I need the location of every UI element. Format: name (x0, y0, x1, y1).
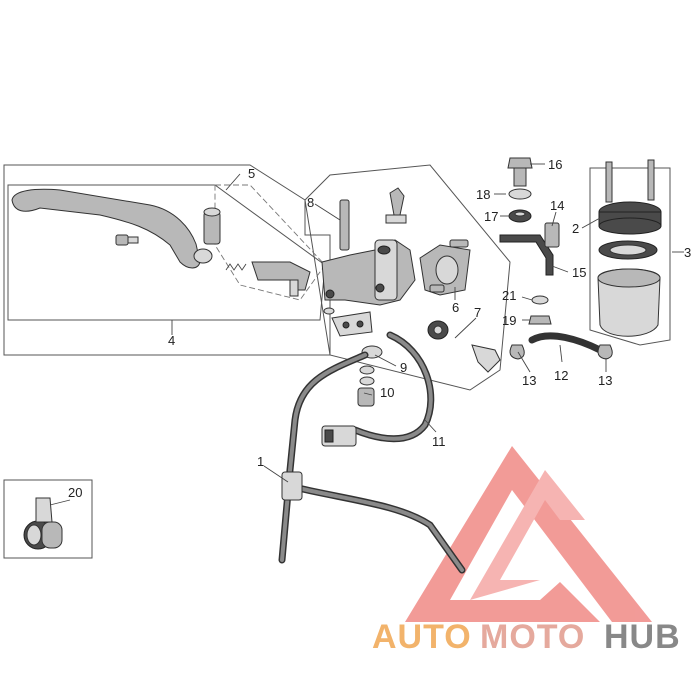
fluid-reservoir (597, 268, 661, 337)
reservoir-group-box (589, 167, 671, 346)
watermark-auto: AUTO (372, 618, 472, 656)
rubber-grommet (508, 209, 532, 223)
nut-19 (528, 315, 552, 325)
reservoir-cap (598, 201, 662, 235)
item-20-box (3, 479, 93, 559)
top-bolt (507, 157, 533, 187)
callout-14: 14 (550, 198, 564, 213)
elbow-fitting (471, 344, 501, 373)
handlebar-clamp (419, 244, 471, 296)
watermark-hub: HUB (604, 618, 681, 656)
callout-4: 4 (168, 333, 175, 348)
grommet (427, 320, 449, 340)
hose-splitter (281, 471, 303, 501)
pivot-bushing (203, 207, 221, 245)
master-cylinder-body (321, 239, 416, 306)
callout-5: 5 (248, 166, 255, 181)
push-rod (339, 199, 350, 251)
top-washer (508, 188, 532, 200)
logo-triangle-large (405, 446, 652, 622)
cable-connector (321, 425, 357, 447)
callout-15: 15 (572, 265, 586, 280)
callout-labels: 1 2 3 4 5 6 7 8 9 10 11 12 13 13 14 15 1… (68, 157, 691, 500)
bracket-bolt (544, 222, 560, 248)
callout-8: 8 (307, 195, 314, 210)
callout-17: 17 (484, 209, 498, 224)
callout-9: 9 (400, 360, 407, 375)
callout-1: 1 (257, 454, 264, 469)
lever-bolt (115, 234, 139, 246)
callout-10: 10 (380, 385, 394, 400)
adjuster-spring (225, 263, 247, 271)
brake-hose (278, 351, 466, 574)
banjo-block (331, 311, 373, 337)
watermark-wordmark: AUTO MOTO HUB (372, 618, 681, 656)
leader-lines (49, 163, 684, 506)
hose-clip-left (509, 344, 525, 360)
callout-7: 7 (474, 305, 481, 320)
reservoir-diaphragm (598, 240, 658, 260)
switch-cable (351, 331, 435, 443)
callout-19: 19 (502, 313, 516, 328)
bleed-valve (385, 187, 407, 224)
clamp-bolt-lower (429, 284, 445, 293)
reservoir-hose (528, 332, 604, 354)
callout-18: 18 (476, 187, 490, 202)
callout-13-right: 13 (598, 373, 612, 388)
hose-clip-right (597, 344, 613, 360)
banjo-bolt (357, 387, 375, 407)
watermark-moto: MOTO (480, 618, 585, 656)
brake-lever (11, 188, 213, 269)
callout-6: 6 (452, 300, 459, 315)
assembly-outline (3, 164, 331, 356)
washer-small (323, 307, 335, 315)
watermark-logo (405, 446, 652, 622)
clamp-bolt-upper (449, 239, 469, 248)
cable-grommet (23, 497, 63, 550)
logo-triangle-inner (470, 470, 585, 600)
washer-21 (531, 295, 549, 305)
callout-12: 12 (554, 368, 568, 383)
callout-16: 16 (548, 157, 562, 172)
callout-2: 2 (572, 221, 579, 236)
callout-13-left: 13 (522, 373, 536, 388)
callout-3: 3 (684, 245, 691, 260)
callout-11: 11 (432, 434, 446, 449)
adjuster-block (251, 261, 311, 297)
callout-21: 21 (502, 288, 516, 303)
callout-20: 20 (68, 485, 82, 500)
reservoir-screws (605, 159, 655, 203)
reservoir-bracket (499, 234, 554, 276)
lever-group-box (7, 184, 326, 321)
copper-washers (359, 365, 375, 386)
